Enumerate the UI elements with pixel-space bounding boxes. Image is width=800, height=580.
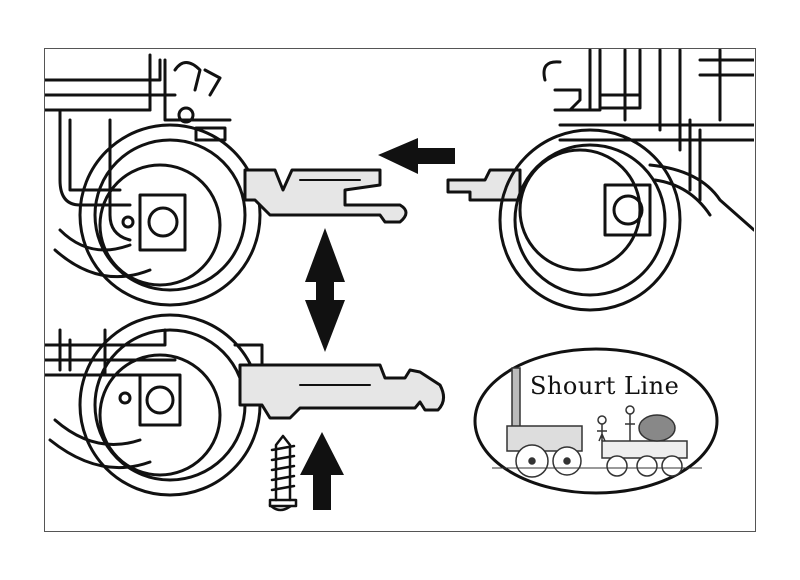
arrow-up-icon [300, 432, 344, 510]
coupler-top [243, 168, 408, 224]
arrow-left-icon [378, 138, 455, 174]
truck-top-left [45, 53, 262, 307]
truck-top-right [446, 49, 754, 312]
screw-icon [268, 434, 298, 512]
logo-title: Shourt Line [530, 372, 680, 400]
shourt-line-logo [473, 347, 719, 495]
arrow-up-down-icon [305, 228, 345, 352]
truck-bottom-left [45, 313, 264, 497]
coupler-bottom [238, 363, 445, 420]
